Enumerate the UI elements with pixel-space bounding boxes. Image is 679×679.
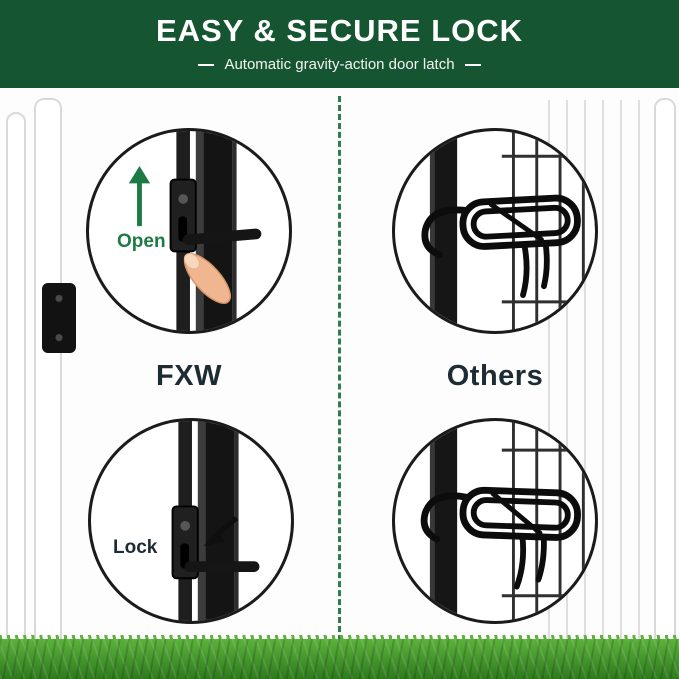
fxw-lock-latch-circle: Lock — [88, 418, 294, 624]
header-banner: EASY & SECURE LOCK Automatic gravity-act… — [0, 0, 679, 88]
brand-label-fxw: FXW — [156, 360, 222, 392]
others-latch-circle-bottom — [392, 418, 598, 624]
headline: EASY & SECURE LOCK — [155, 13, 524, 48]
fence-post-right-frame — [654, 98, 676, 642]
subheadline-text: Automatic gravity-action door latch — [224, 56, 455, 73]
fence-post-left-outer — [6, 112, 26, 642]
subtitle-dash-right — [464, 63, 481, 66]
dashed-center-divider — [338, 96, 341, 641]
grass-strip — [0, 639, 679, 679]
wire-spring-latch-illustration — [421, 131, 595, 331]
finger-pointer-icon — [183, 253, 231, 304]
others-latch-circle-top — [392, 128, 598, 334]
lock-caption: Lock — [113, 537, 158, 558]
brand-label-others: Others — [446, 360, 544, 392]
wire-spring-latch-illustration — [420, 421, 595, 621]
subheadline: Automatic gravity-action door latch — [0, 56, 679, 73]
open-caption: Open — [117, 231, 166, 252]
fxw-open-latch-circle: Open — [86, 128, 292, 334]
gravity-latch-locked-illustration — [171, 421, 260, 621]
gate-hinge-icon — [42, 283, 76, 353]
fence-post-left-gate-frame — [34, 98, 62, 642]
subtitle-dash-left — [198, 63, 215, 66]
gravity-latch-open-illustration — [128, 131, 262, 331]
